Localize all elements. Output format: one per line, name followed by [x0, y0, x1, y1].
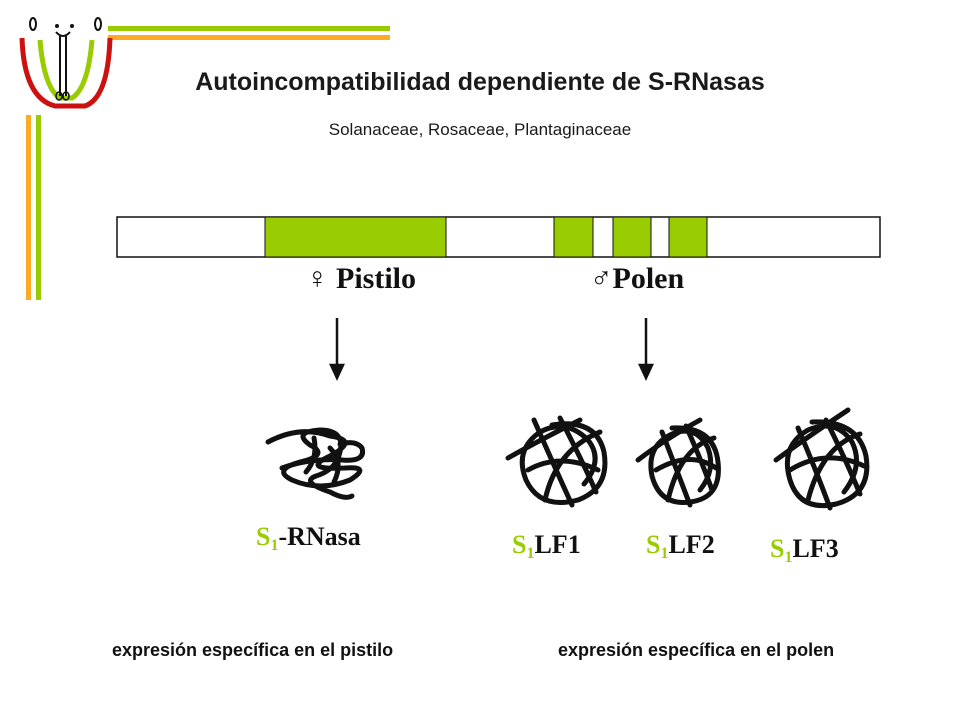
- flower-pistil-icon: [19, 17, 113, 109]
- protein-label-s-rnase: S1-RNasa: [256, 522, 361, 555]
- s-allele-prefix: S: [770, 534, 785, 563]
- protein-name: LF3: [792, 534, 839, 563]
- arrow-pollen: [638, 318, 654, 381]
- pollen-gene-region-1: [553, 216, 594, 258]
- pollen-gene-region-3: [668, 216, 708, 258]
- s-allele-index: 1: [784, 549, 793, 566]
- s-allele-index: 1: [270, 537, 279, 554]
- locus-bar: [116, 216, 881, 258]
- caption-pistil: expresión específica en el pistilo: [112, 640, 394, 660]
- protein-name: LF2: [668, 530, 715, 559]
- female-symbol: ♀: [306, 262, 329, 295]
- arrow-pistil: [329, 318, 345, 381]
- pistil-label: ♀ Pistilo: [306, 262, 416, 296]
- protein-name: LF1: [534, 530, 581, 559]
- slf2-protein-shape: [635, 417, 721, 508]
- pistil-label-text: Pistilo: [336, 262, 416, 295]
- protein-label-slf1: S1LF1: [512, 530, 581, 563]
- s-allele-prefix: S: [646, 530, 661, 559]
- side-bar-green: [36, 115, 41, 300]
- side-bar-orange: [26, 115, 31, 300]
- s-allele-prefix: S: [256, 522, 271, 551]
- s-allele-index: 1: [526, 545, 535, 562]
- header-bar-orange: [108, 35, 390, 40]
- caption-pollen: expresión específica en el polen: [558, 640, 835, 660]
- header-bar-green: [108, 26, 390, 31]
- protein-name: -RNasa: [278, 522, 361, 551]
- male-symbol: ♂: [590, 262, 613, 295]
- protein-label-slf2: S1LF2: [646, 530, 715, 563]
- slf3-protein-shape: [773, 407, 870, 511]
- pollen-label: ♂Polen: [590, 262, 684, 296]
- pollen-label-text: Polen: [612, 262, 685, 295]
- pollen-gene-region-2: [612, 216, 652, 258]
- protein-label-slf3: S1LF3: [770, 534, 839, 567]
- s-allele-index: 1: [660, 545, 669, 562]
- pistil-gene-region: [264, 216, 447, 258]
- s-allele-prefix: S: [512, 530, 527, 559]
- slide-title: Autoincompatibilidad dependiente de S-RN…: [195, 68, 765, 96]
- slf1-protein-shape: [505, 415, 608, 508]
- s-rnase-protein-shape: [265, 427, 366, 500]
- slide-subtitle: Solanaceae, Rosaceae, Plantaginaceae: [328, 120, 632, 139]
